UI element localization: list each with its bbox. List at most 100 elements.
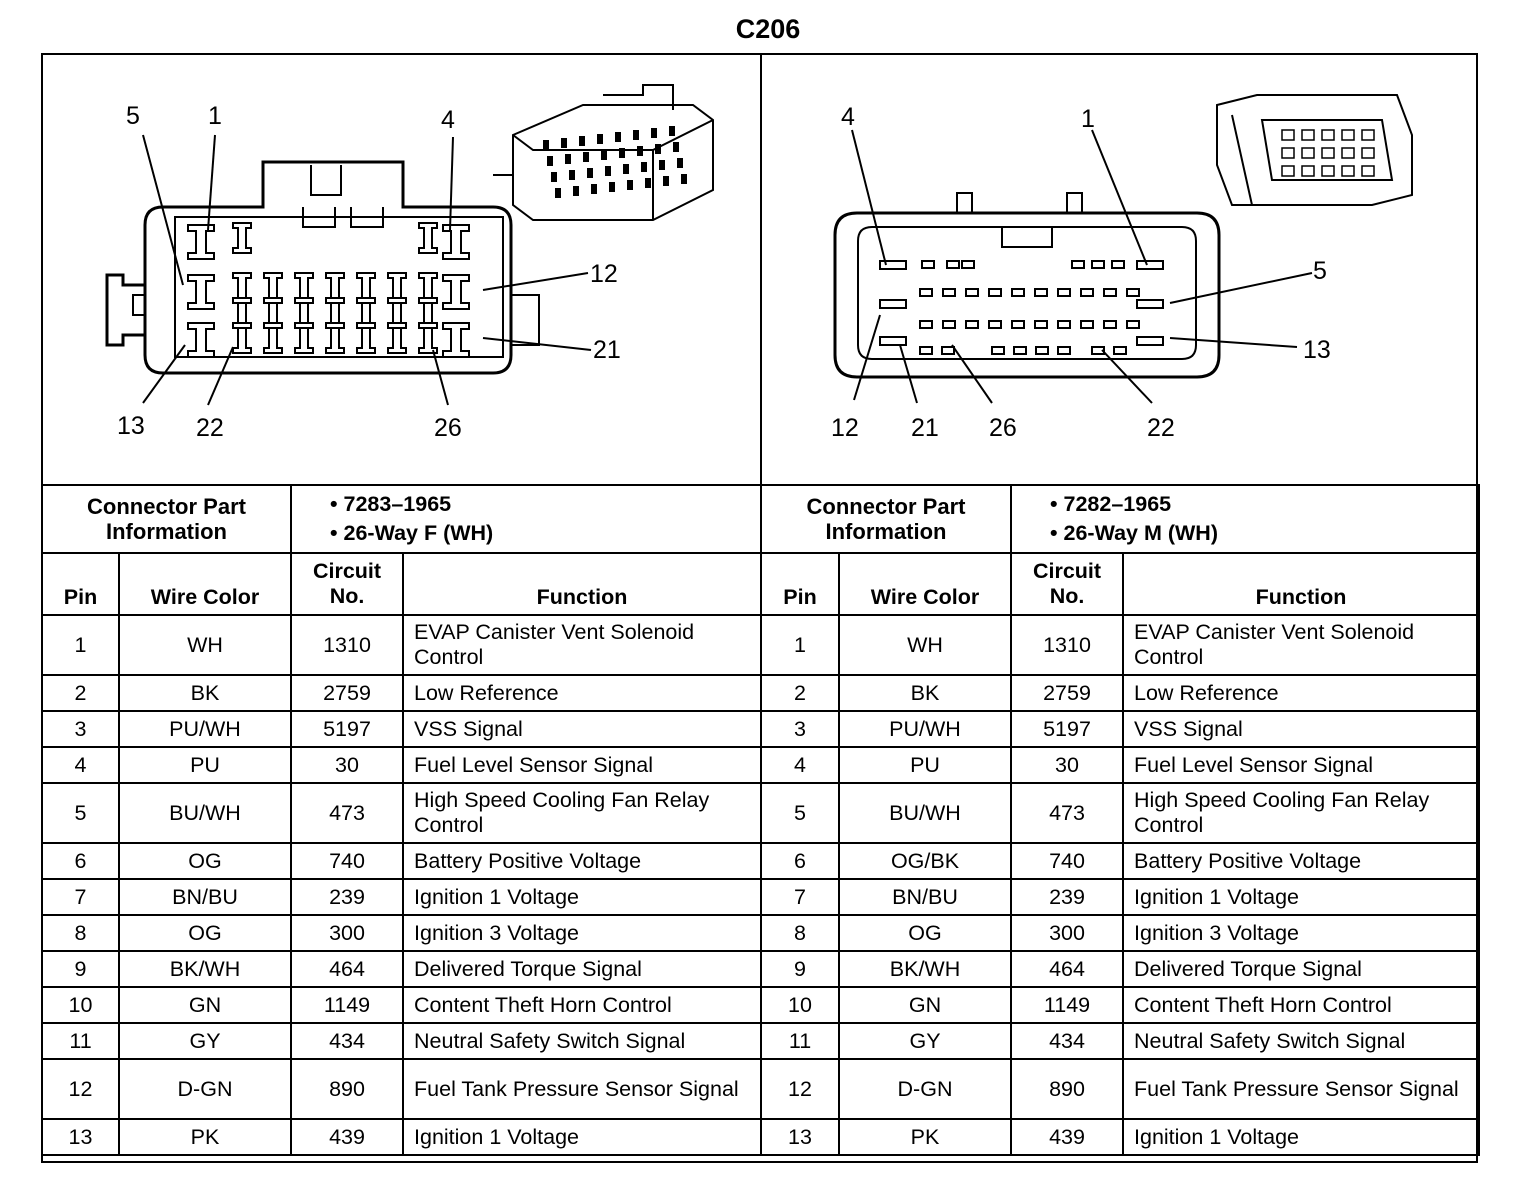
right-pin-label-5: 5 (1313, 257, 1327, 285)
left-pin-label-26: 26 (434, 414, 462, 442)
function-cell: Battery Positive Voltage (1122, 842, 1481, 880)
wire-color-cell: BN/BU (117, 878, 293, 916)
cavity (919, 346, 933, 355)
wire-color-cell: OG (837, 914, 1013, 952)
cavity (325, 297, 345, 329)
function-cell: Delivered Torque Signal (1122, 950, 1481, 988)
left-pin-label-5: 5 (126, 102, 140, 130)
right-pin-label-13: 13 (1303, 336, 1331, 364)
right-pin-label-22: 22 (1147, 414, 1175, 442)
cavity (294, 297, 314, 329)
right-header-circuit: Circuit No. (1010, 552, 1125, 616)
cavity (619, 148, 625, 158)
function-cell: VSS Signal (1122, 710, 1481, 748)
left-pin-label-21: 21 (593, 336, 621, 364)
cavity (1321, 129, 1335, 141)
right-connector-part-info-label: Connector Part Information (759, 484, 1013, 554)
circuit-cell: 2759 (1010, 674, 1125, 712)
wire-color-cell: GY (837, 1022, 1013, 1060)
cavity (1136, 336, 1164, 346)
cavity (442, 224, 470, 260)
function-cell: Neutral Safety Switch Signal (1122, 1022, 1481, 1060)
cavity (583, 152, 589, 162)
circuit-cell: 439 (290, 1118, 405, 1156)
pin-cell: 5 (41, 782, 120, 844)
cavity (1281, 165, 1295, 177)
cavity (1057, 288, 1071, 297)
left-pin-table: Connector Part Information • 7283–1965 •… (40, 484, 763, 1156)
cavity (673, 142, 679, 152)
cavity (921, 260, 935, 269)
circuit-cell: 890 (1010, 1058, 1125, 1120)
cavity (988, 288, 1002, 297)
cavity (1136, 260, 1164, 270)
cavity (1091, 346, 1105, 355)
cavity (1057, 320, 1071, 329)
right-connector-part-info: • 7282–1965 • 26-Way M (WH) (1010, 484, 1481, 554)
wire-color-cell: OG (117, 914, 293, 952)
function-cell: Delivered Torque Signal (402, 950, 763, 988)
cavity (1034, 320, 1048, 329)
left-pin-label-12: 12 (590, 260, 618, 288)
wire-color-cell: BU/WH (837, 782, 1013, 844)
function-cell: Ignition 1 Voltage (1122, 878, 1481, 916)
cavity (919, 288, 933, 297)
pin-cell: 2 (41, 674, 120, 712)
cavity (187, 322, 215, 358)
wire-color-cell: GY (117, 1022, 293, 1060)
function-cell: Fuel Tank Pressure Sensor Signal (1122, 1058, 1481, 1120)
circuit-cell: 300 (290, 914, 405, 952)
cavity (1321, 147, 1335, 159)
cavity (418, 222, 438, 254)
cavity (655, 144, 661, 154)
cavity (1013, 346, 1027, 355)
cavity (1034, 288, 1048, 297)
pin-cell: 9 (41, 950, 120, 988)
right-connector-description: • 26-Way M (WH) (1050, 521, 1218, 545)
wire-color-cell: PU (837, 746, 1013, 784)
pin-cell: 4 (41, 746, 120, 784)
wire-color-cell: OG (117, 842, 293, 880)
circuit-cell: 434 (290, 1022, 405, 1060)
cavity (1111, 260, 1125, 269)
right-part-number: • 7282–1965 (1050, 492, 1172, 516)
left-connector-part-info-label: Connector Part Information (40, 484, 293, 554)
function-cell: VSS Signal (402, 710, 763, 748)
pin-cell: 12 (760, 1058, 840, 1120)
function-cell: Ignition 3 Voltage (402, 914, 763, 952)
wire-color-cell: GN (117, 986, 293, 1024)
cavity (551, 172, 557, 182)
wire-color-cell: BK (117, 674, 293, 712)
wire-color-cell: OG/BK (837, 842, 1013, 880)
function-cell: High Speed Cooling Fan Relay Control (402, 782, 763, 844)
pin-cell: 10 (41, 986, 120, 1024)
cavity (1011, 288, 1025, 297)
cavity (1113, 346, 1127, 355)
cavity (1126, 320, 1140, 329)
function-cell: Battery Positive Voltage (402, 842, 763, 880)
cavity (659, 160, 665, 170)
left-header-wire-color: Wire Color (117, 552, 293, 616)
cavity (965, 320, 979, 329)
circuit-cell: 434 (1010, 1022, 1125, 1060)
cavity (232, 222, 252, 254)
right-pin-label-12: 12 (831, 414, 859, 442)
circuit-cell: 473 (1010, 782, 1125, 844)
cavity (1361, 129, 1375, 141)
circuit-cell: 1310 (290, 614, 405, 676)
cavity (418, 297, 438, 329)
cavity (879, 260, 907, 270)
function-cell: Neutral Safety Switch Signal (402, 1022, 763, 1060)
left-part-number: • 7283–1965 (330, 492, 452, 516)
circuit-cell: 1149 (1010, 986, 1125, 1024)
pin-cell: 7 (41, 878, 120, 916)
function-cell: Ignition 3 Voltage (1122, 914, 1481, 952)
function-cell: High Speed Cooling Fan Relay Control (1122, 782, 1481, 844)
